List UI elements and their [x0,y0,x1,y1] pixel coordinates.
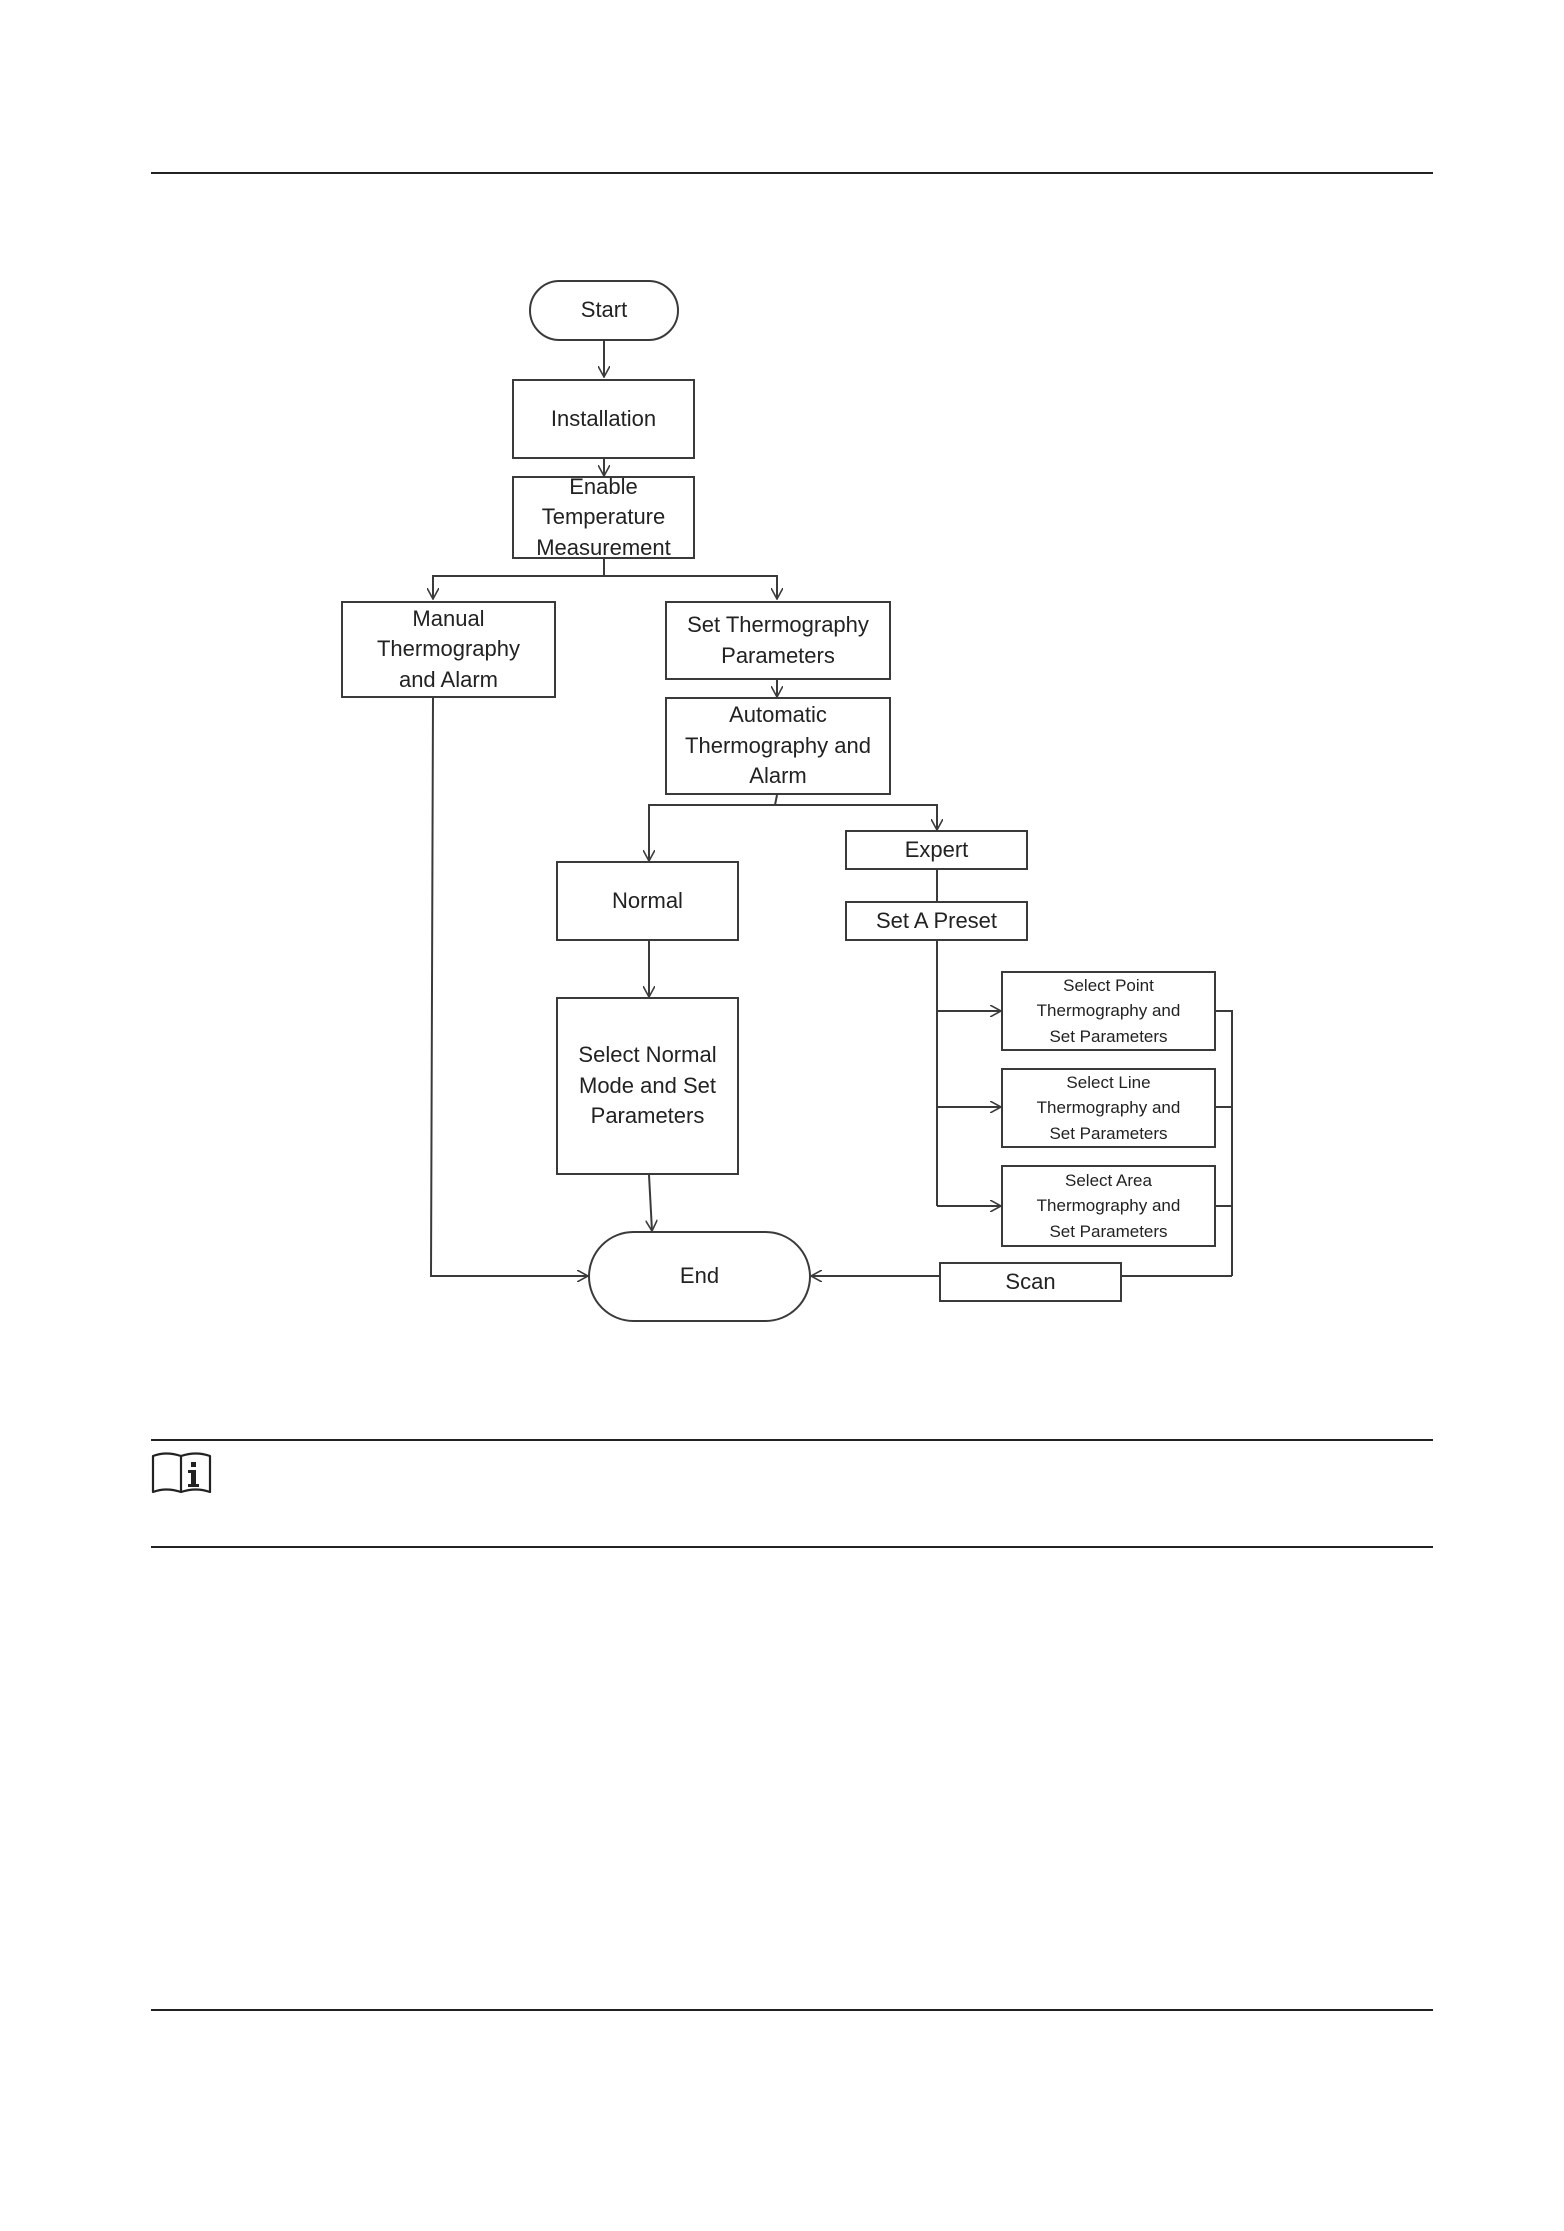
node-set-a-preset: Set A Preset [845,901,1028,941]
node-enable-temperature-measurement: Enable Temperature Measurement [512,474,695,560]
node-select-normal-mode: Select Normal Mode and Set Parameters [556,997,739,1175]
node-start: Start [529,280,679,341]
node-select-area-thermography: Select Area Thermography and Set Paramet… [1001,1165,1216,1247]
node-select-point-thermography: Select Point Thermography and Set Parame… [1001,971,1216,1051]
edge-manual-end [429,697,588,1276]
edge-selectnormal-end [649,1174,652,1231]
node-installation: Installation [512,379,695,459]
edge-automatic-expert [775,804,937,830]
edge-enable-manual [433,559,605,599]
edge-automatic-normal [649,794,778,861]
node-expert: Expert [845,830,1028,870]
node-set-thermography-parameters: Set Thermography Parameters [665,601,891,680]
node-manual-thermography: Manual Thermography and Alarm [341,601,556,698]
edge-point-scanbus [1216,1010,1233,1276]
node-automatic-thermography: Automatic Thermography and Alarm [665,697,891,795]
footer-rule [151,2009,1433,2011]
node-end: End [588,1231,811,1322]
node-scan: Scan [939,1262,1122,1302]
node-select-line-thermography: Select Line Thermography and Set Paramet… [1001,1068,1216,1148]
edge-enable-setthermo [604,575,777,599]
info-book-icon [151,1452,212,1494]
header-rule [151,172,1433,174]
note-top-rule [151,1439,1433,1441]
node-normal: Normal [556,861,739,941]
note-bottom-rule [151,1546,1433,1548]
